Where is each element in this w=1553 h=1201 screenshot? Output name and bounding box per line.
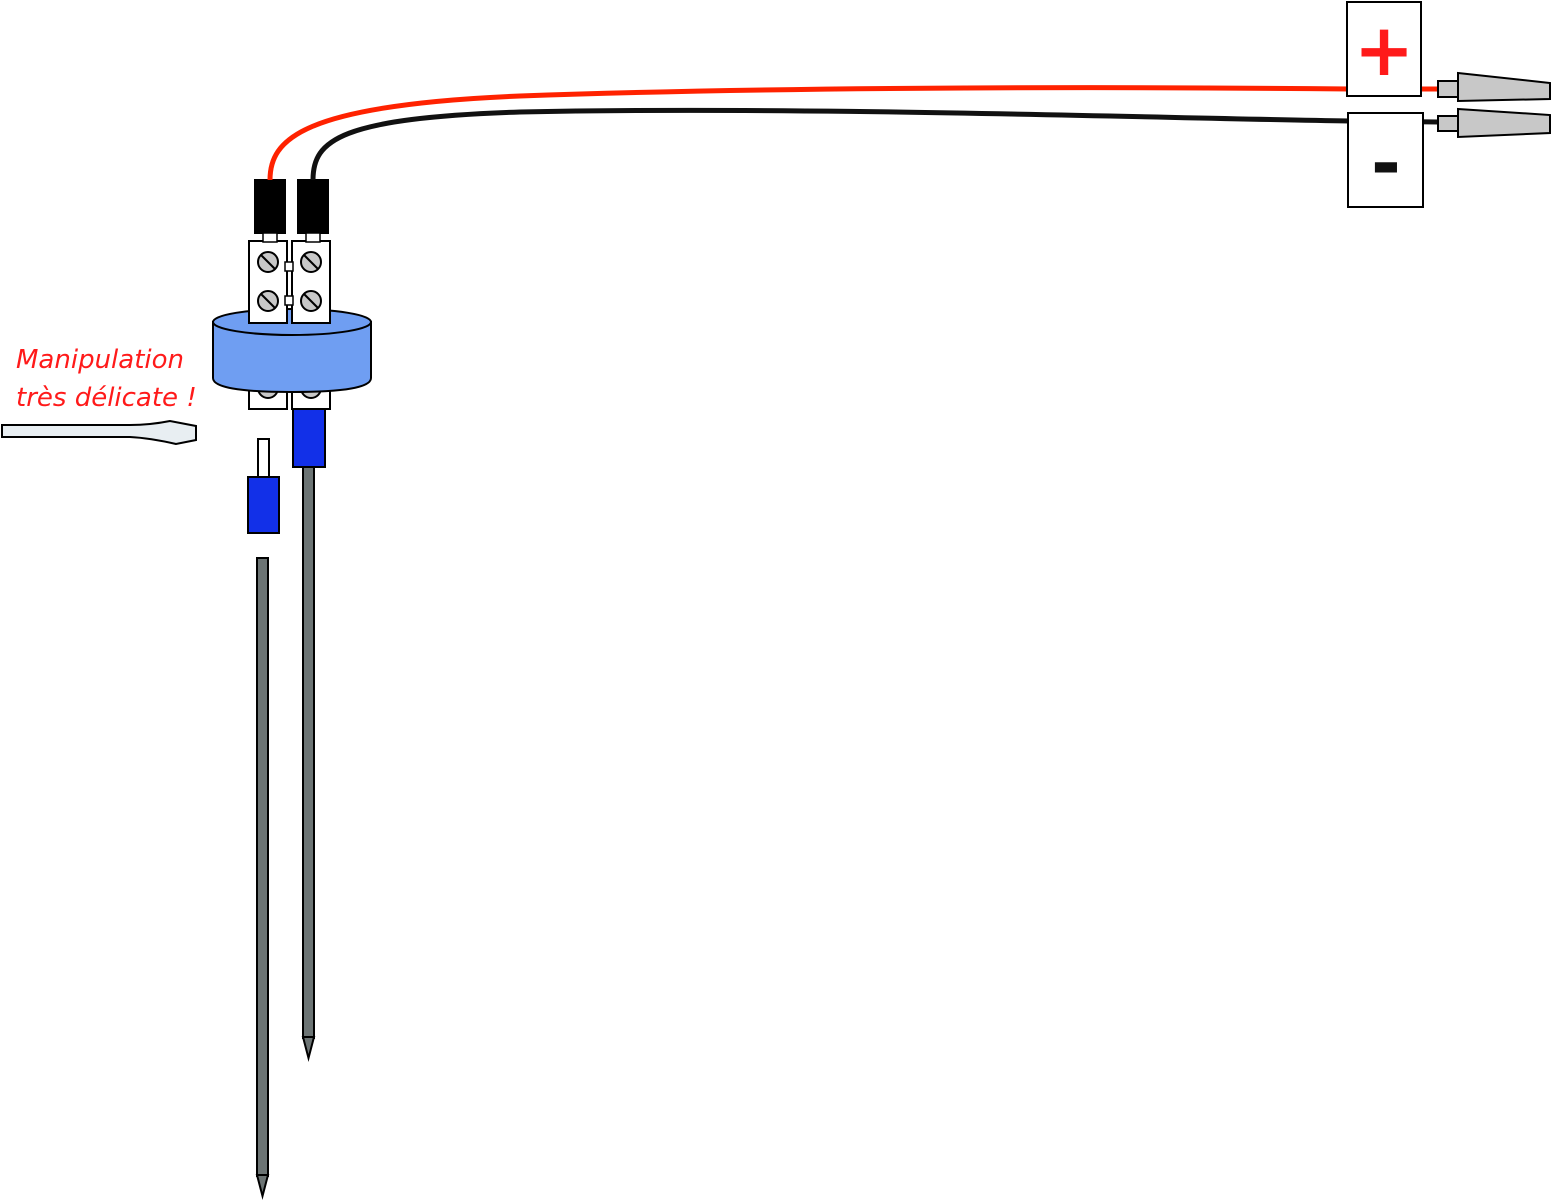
crocodile-clip-icon: [1437, 107, 1551, 139]
screw-icon: [300, 290, 322, 312]
terminal-block-connector-dots: [284, 261, 294, 306]
positive-terminal-symbol: +: [1354, 8, 1414, 92]
terminal-block-left: [248, 240, 288, 324]
negative-wire: [310, 107, 1439, 181]
terminal-block-right: [291, 240, 331, 324]
screw-icon: [300, 251, 322, 273]
left-detached-sleeve: [247, 438, 280, 534]
warning-line-1: Manipulation: [16, 345, 184, 375]
screw-icon: [257, 251, 279, 273]
warning-line-2: très délicate !: [16, 383, 197, 413]
positive-terminal-box: +: [1346, 1, 1422, 97]
negative-terminal-symbol: -: [1371, 121, 1401, 205]
positive-wire: [267, 85, 1438, 181]
connector-plug-right: [297, 179, 329, 243]
left-electrode: [255, 557, 270, 1200]
screwdriver-icon: [1, 419, 197, 446]
connector-plug-left: [254, 179, 286, 243]
screw-icon: [257, 290, 279, 312]
right-electrode: [301, 465, 316, 1062]
crocodile-clip-icon: [1437, 71, 1551, 103]
negative-terminal-box: -: [1347, 112, 1424, 208]
right-sleeve: [292, 404, 326, 468]
